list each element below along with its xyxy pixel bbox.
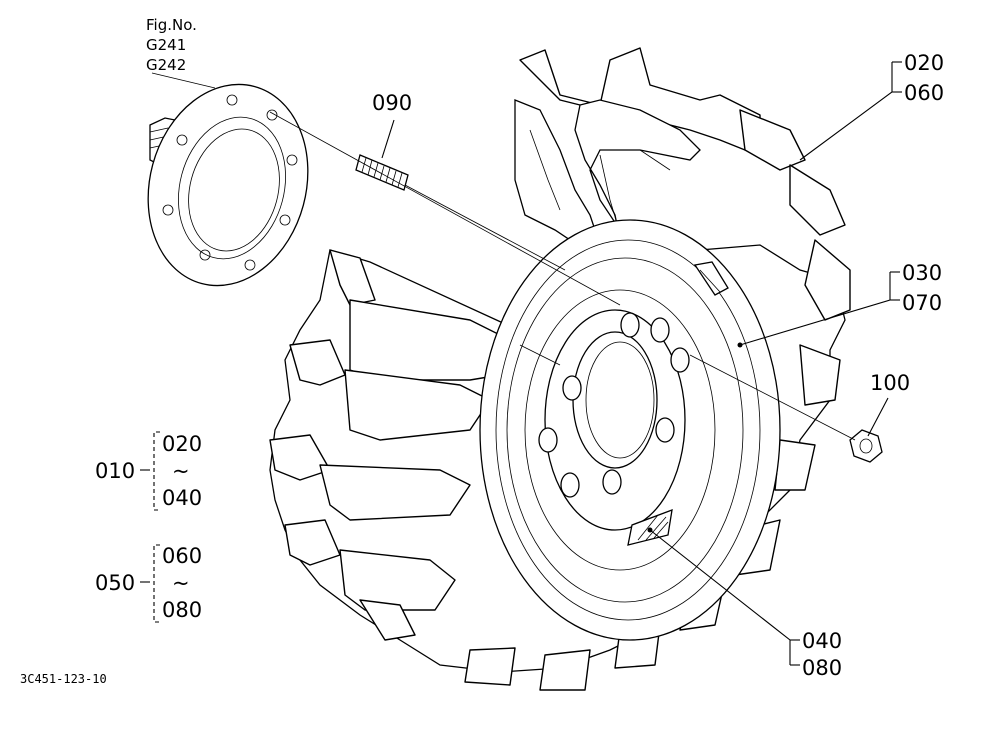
drawing-code: 3C451-123-10 [20,672,107,686]
bolt-holes [538,312,690,498]
set-brackets [140,431,160,623]
rim [479,219,781,641]
callout-rim-bottom: 070 [902,291,942,315]
fig-ref-label: Fig.No. [146,16,197,34]
callout-tire-bottom: 060 [904,81,944,105]
callout-stud: 090 [372,91,412,115]
set-010-from: 020 [162,432,202,456]
text-labels: Fig.No. G241 G242 090 020 060 030 070 10… [20,16,944,686]
callout-rim-top: 030 [902,261,942,285]
leader-lines [151,61,902,666]
set-010-tilde: ~ [172,459,190,483]
hub-flange [147,83,309,287]
callout-label-top: 040 [802,629,842,653]
set-050-parent: 050 [95,571,135,595]
set-050-tilde: ~ [172,571,190,595]
callout-tire-top: 020 [904,51,944,75]
stud-bolt [355,154,409,191]
flange-holes [162,94,298,271]
hex-nut [849,429,883,463]
valve-stem [693,261,729,296]
set-010-parent: 010 [95,459,135,483]
callout-label-bottom: 080 [802,656,842,680]
set-050-to: 080 [162,598,202,622]
fig-ref-number-2: G242 [146,56,186,74]
fig-ref-number-1: G241 [146,36,186,54]
set-050-from: 060 [162,544,202,568]
callout-nut: 100 [870,371,910,395]
set-010-to: 040 [162,486,202,510]
